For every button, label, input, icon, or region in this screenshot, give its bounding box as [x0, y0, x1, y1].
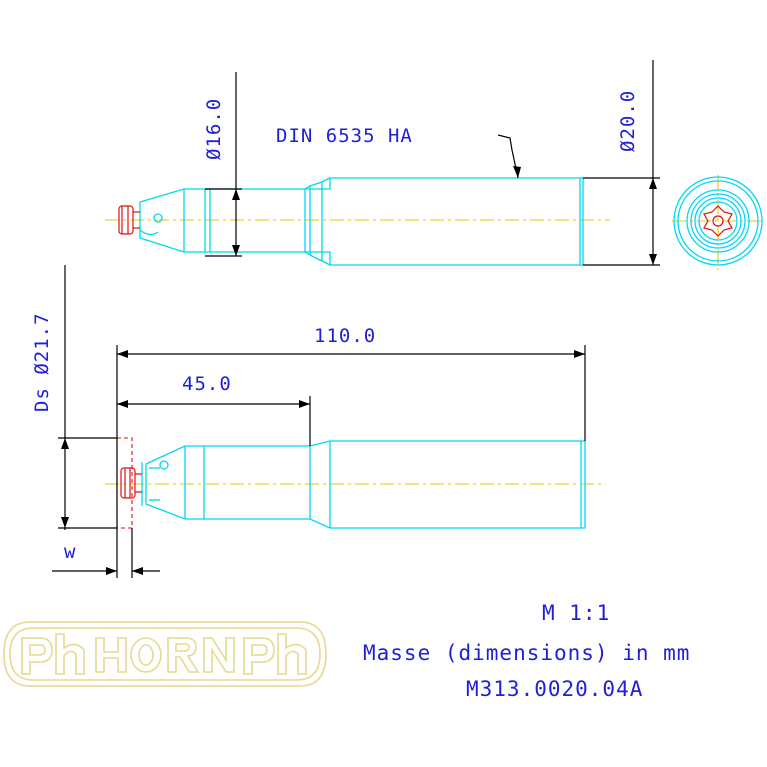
side-tool-outline [141, 440, 586, 529]
norm-leader-arrow [497, 134, 521, 179]
top-cutting-head [118, 205, 140, 235]
dim-shank-diameter: Ø20.0 [583, 60, 660, 266]
dim-neck-label: Ø16.0 [203, 98, 225, 160]
side-cutting-head [116, 437, 142, 529]
horn-logo [3, 621, 327, 687]
dim-neck-diameter: Ø16.0 [203, 72, 242, 257]
dim-width: w [52, 528, 160, 578]
side-view: 110.0 45.0 Ds Ø21.7 w [31, 265, 606, 578]
scale-label: M 1:1 [542, 601, 610, 625]
units-label: Masse (dimensions) in mm [363, 641, 690, 665]
dim-width-label: w [64, 541, 76, 563]
dim-total-length-label: 110.0 [314, 325, 376, 347]
dim-total-length: 110.0 [116, 325, 586, 578]
dim-neck-length-label: 45.0 [182, 373, 232, 395]
title-block: M 1:1 Masse (dimensions) in mm M313.0020… [363, 601, 690, 701]
dim-shank-label: Ø20.0 [617, 90, 639, 152]
top-tool-outline [139, 177, 584, 266]
norm-label: DIN 6535 HA [276, 125, 413, 147]
part-number-label: M313.0020.04A [466, 677, 643, 701]
end-view [672, 175, 764, 270]
dim-neck-length: 45.0 [117, 373, 311, 446]
dim-cut-diameter: Ds Ø21.7 [31, 265, 117, 530]
dim-cut-diameter-label: Ds Ø21.7 [31, 312, 53, 412]
top-view: Ø16.0 Ø20.0 DIN 6535 HA [105, 60, 764, 270]
